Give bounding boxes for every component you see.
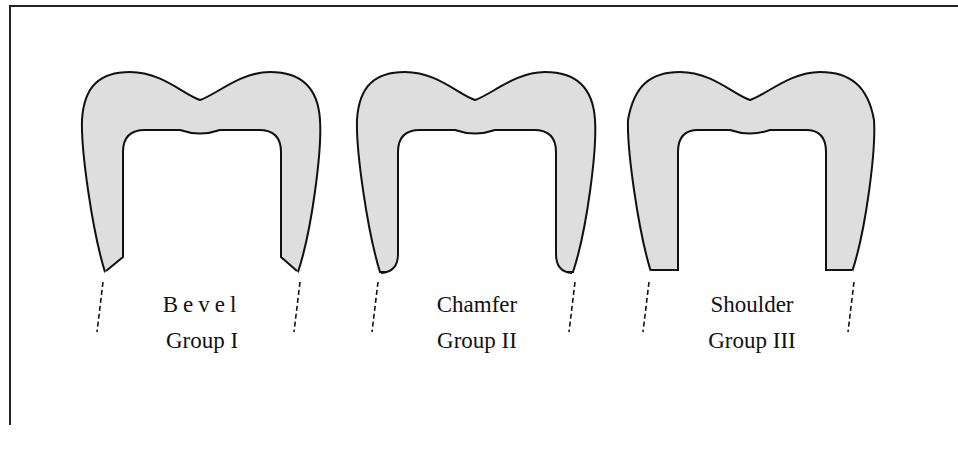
preparation-outline bbox=[106, 130, 297, 271]
preparation-name: Shoulder bbox=[710, 292, 793, 317]
root-line bbox=[848, 282, 854, 332]
group-name: Group II bbox=[437, 328, 517, 353]
tooth-preparation bbox=[80, 130, 320, 300]
preparation-name: Chamfer bbox=[437, 292, 517, 317]
root-line bbox=[97, 282, 103, 332]
group-name: Group I bbox=[166, 328, 238, 353]
preparation-outline bbox=[381, 130, 572, 273]
root-line bbox=[643, 282, 649, 332]
root-line bbox=[372, 282, 378, 332]
preparation-outline bbox=[651, 130, 852, 270]
root-line bbox=[569, 282, 575, 332]
root-line bbox=[294, 282, 300, 332]
group-name: Group III bbox=[708, 328, 796, 353]
tooth-preparation bbox=[630, 130, 870, 300]
figure-frame bbox=[10, 6, 958, 425]
preparation-name: Bevel bbox=[163, 292, 242, 317]
tooth-preparation bbox=[355, 130, 595, 300]
